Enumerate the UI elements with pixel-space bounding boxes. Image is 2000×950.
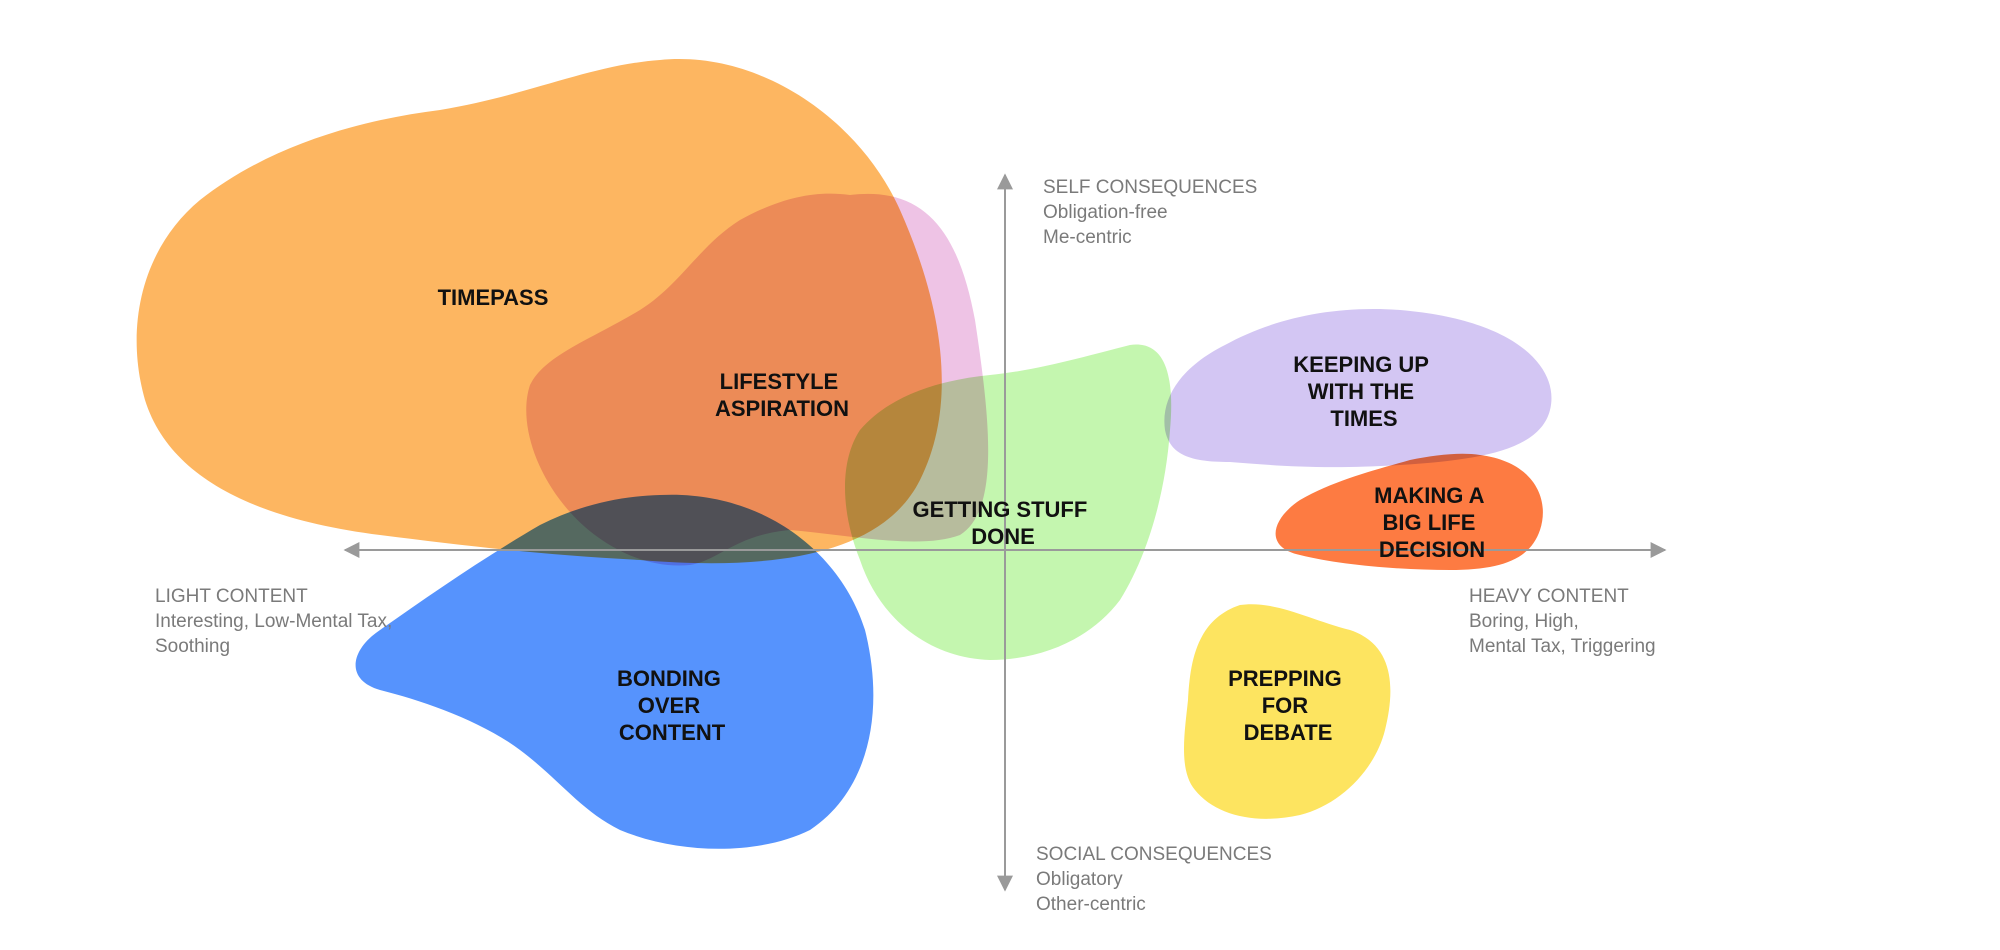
axis-label-right-line: Mental Tax, Triggering (1469, 636, 1656, 657)
lifestyle-label-line: LIFESTYLE (720, 369, 839, 394)
big-decision-label: MAKING A BIG LIFE DECISION (1374, 483, 1490, 562)
axis-label-bottom-line: Obligatory (1036, 869, 1123, 890)
debate-label-line: DEBATE (1244, 720, 1333, 745)
axis-label-top-line: Me-centric (1043, 227, 1132, 248)
bonding-label-line: CONTENT (619, 720, 726, 745)
big-decision-label-line: MAKING A (1374, 483, 1485, 508)
lifestyle-label-line: ASPIRATION (715, 396, 849, 421)
axis-label-left-line: Interesting, Low-Mental Tax, (155, 611, 392, 632)
getting-stuff-done-label: GETTING STUFF DONE (913, 497, 1094, 549)
keeping-up-label-line: WITH THE (1308, 379, 1414, 404)
debate-label: PREPPING FOR DEBATE (1228, 666, 1348, 745)
keeping-up-label-line: TIMES (1330, 406, 1397, 431)
axis-label-right-line: HEAVY CONTENT (1469, 586, 1629, 607)
debate-label-line: FOR (1262, 693, 1309, 718)
lifestyle-label: LIFESTYLE ASPIRATION (715, 369, 849, 421)
debate-blob (1184, 604, 1391, 819)
big-decision-label-line: DECISION (1379, 537, 1485, 562)
axis-label-bottom-line: Other-centric (1036, 894, 1146, 915)
timepass-label-line: TIMEPASS (438, 285, 549, 310)
axis-label-bottom-line: SOCIAL CONSEQUENCES (1036, 844, 1272, 865)
keeping-up-blob (1164, 309, 1552, 468)
axis-label-left: LIGHT CONTENT Interesting, Low-Mental Ta… (155, 586, 398, 657)
bonding-label-line: OVER (638, 693, 700, 718)
bonding-blob (355, 494, 874, 849)
axis-label-top: SELF CONSEQUENCES Obligation-free Me-cen… (1043, 177, 1263, 248)
getting-stuff-done-label-line: DONE (971, 524, 1035, 549)
axis-label-left-line: Soothing (155, 636, 230, 657)
bonding-label-line: BONDING (617, 666, 721, 691)
axis-label-bottom: SOCIAL CONSEQUENCES Obligatory Other-cen… (1036, 844, 1277, 915)
axis-label-top-line: Obligation-free (1043, 202, 1168, 223)
axis-label-top-line: SELF CONSEQUENCES (1043, 177, 1257, 198)
big-decision-label-line: BIG LIFE (1382, 510, 1475, 535)
timepass-label: TIMEPASS (438, 285, 549, 310)
axis-label-right-line: Boring, High, (1469, 611, 1579, 632)
bonding-label: BONDING OVER CONTENT (617, 666, 727, 745)
getting-stuff-done-label-line: GETTING STUFF (913, 497, 1088, 522)
axis-label-right: HEAVY CONTENT Boring, High, Mental Tax, … (1469, 586, 1656, 657)
keeping-up-label-line: KEEPING UP (1293, 352, 1428, 377)
big-decision-blob (1275, 453, 1543, 570)
debate-label-line: PREPPING (1228, 666, 1342, 691)
keeping-up-label: KEEPING UP WITH THE TIMES (1293, 352, 1434, 431)
axis-label-left-line: LIGHT CONTENT (155, 586, 308, 607)
